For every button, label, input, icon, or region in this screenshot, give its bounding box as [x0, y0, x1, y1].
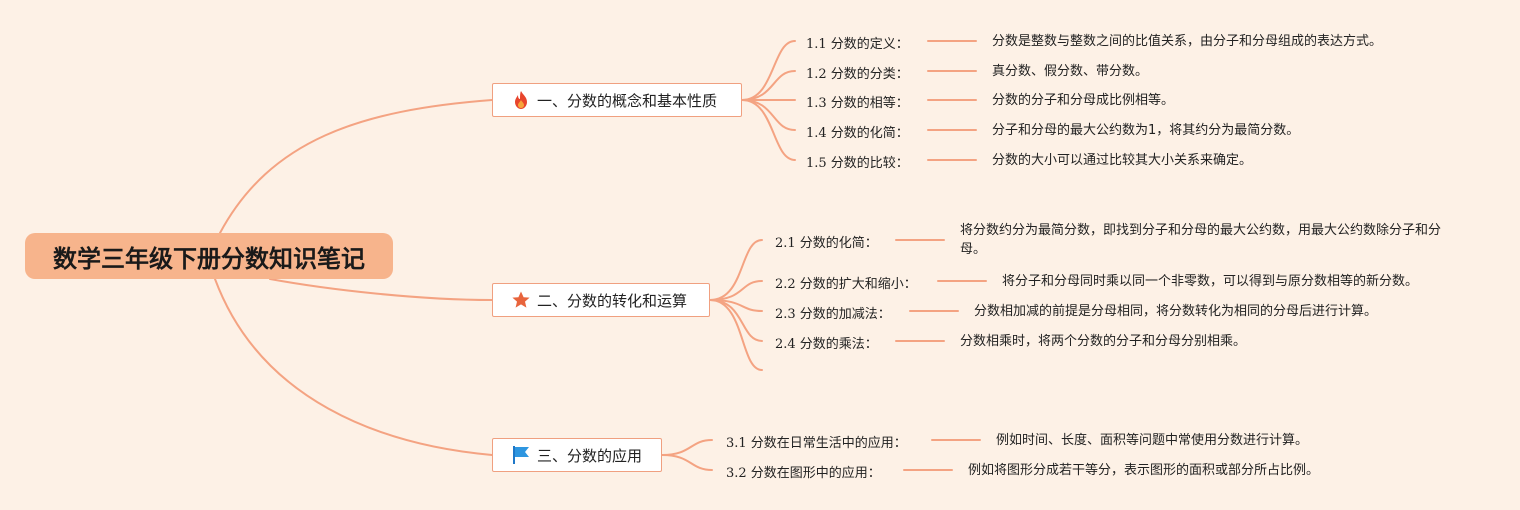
topic-detail: 分数相加减的前提是分母相同，将分数转化为相同的分母后进行计算。 [974, 304, 1378, 319]
topic-label: 1.4 分数的化简： [806, 126, 909, 141]
branch-concept[interactable]: 一、分数的概念和基本性质 [492, 83, 742, 117]
topic-label: 2.2 分数的扩大和缩小： [775, 277, 917, 292]
fire-icon [511, 90, 531, 110]
topic-label: 3.2 分数在图形中的应用： [726, 466, 881, 481]
topic-detail: 分数的分子和分母成比例相等。 [992, 93, 1175, 108]
topic-detail: 分数相乘时，将两个分数的分子和分母分别相乘。 [960, 334, 1247, 349]
star-icon [511, 290, 531, 310]
topic-detail: 分数是整数与整数之间的比值关系，由分子和分母组成的表达方式。 [992, 34, 1383, 49]
topic-label: 2.3 分数的加减法： [775, 307, 891, 322]
topic-detail: 分数的大小可以通过比较其大小关系来确定。 [992, 153, 1253, 168]
topic-detail: 例如时间、长度、面积等问题中常使用分数进行计算。 [996, 433, 1309, 448]
topic-detail: 真分数、假分数、带分数。 [992, 64, 1149, 79]
topic-label: 2.4 分数的乘法： [775, 337, 878, 352]
branch-application[interactable]: 三、分数的应用 [492, 438, 662, 472]
topic-label: 1.3 分数的相等： [806, 96, 909, 111]
topic-detail: 将分数约分为最简分数，即找到分子和分母的最大公约数，用最大公约数除分子和分母。 [960, 223, 1442, 257]
topic-label: 1.1 分数的定义： [806, 37, 909, 52]
topic-label: 1.2 分数的分类： [806, 67, 909, 82]
topic-detail: 例如将图形分成若干等分，表示图形的面积或部分所占比例。 [968, 463, 1320, 478]
flag-icon [511, 445, 531, 465]
branch-label: 三、分数的应用 [537, 446, 643, 465]
root-title: 数学三年级下册分数知识笔记 [25, 233, 393, 279]
topic-detail: 将分子和分母同时乘以同一个非零数，可以得到与原分数相等的新分数。 [1002, 274, 1419, 289]
topic-label: 2.1 分数的化简： [775, 236, 878, 251]
topic-detail: 分子和分母的最大公约数为1，将其约分为最简分数。 [992, 123, 1300, 138]
topic-label: 1.5 分数的比较： [806, 156, 909, 171]
branch-label: 一、分数的概念和基本性质 [537, 91, 718, 110]
topic-label: 3.1 分数在日常生活中的应用： [726, 436, 907, 451]
branch-label: 二、分数的转化和运算 [537, 291, 688, 310]
branch-conversion[interactable]: 二、分数的转化和运算 [492, 283, 710, 317]
